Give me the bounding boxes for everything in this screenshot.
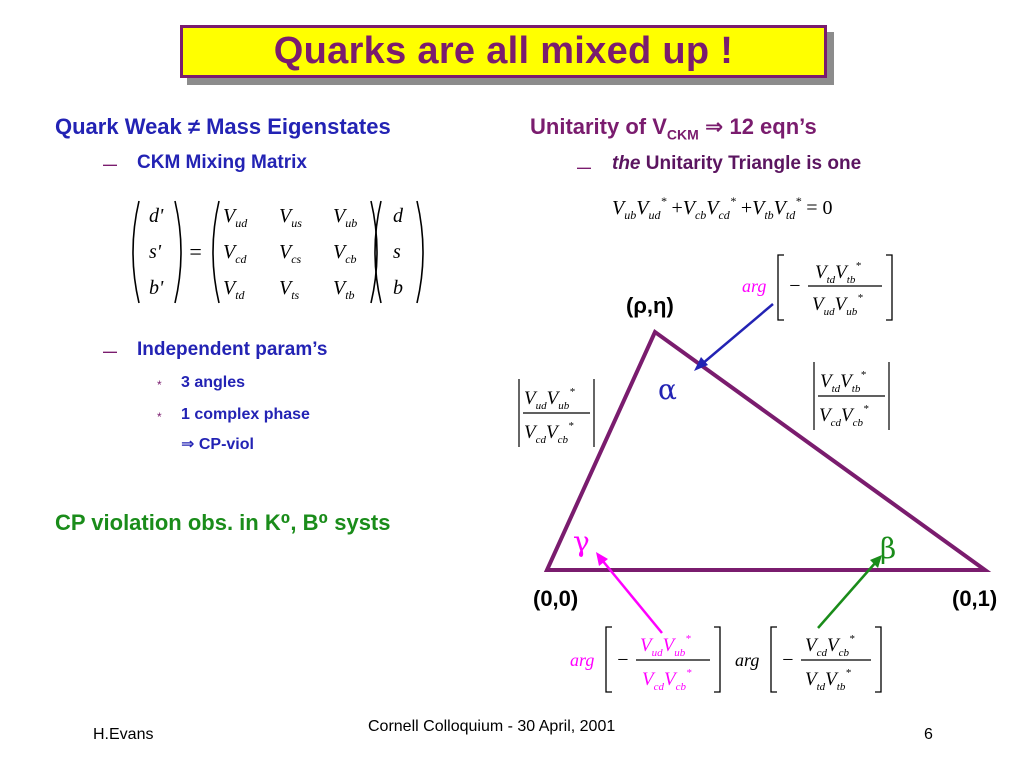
params-label: Independent param’s <box>137 339 328 360</box>
right-heading: Unitarity of VCKM ⇒ 12 eqn’s <box>530 114 817 143</box>
left-heading: Quark Weak ≠ Mass Eigenstates <box>55 114 391 139</box>
svg-text:VudVub*: VudVub* <box>640 633 691 659</box>
dash-bullet: — <box>103 343 117 359</box>
svg-text:arg: arg <box>735 650 759 670</box>
param-phase: 1 complex phase <box>181 406 310 423</box>
v-ub: Vub <box>333 205 357 230</box>
dash-bullet: — <box>103 156 117 172</box>
v-tb: Vtb <box>333 277 355 302</box>
star-bullet: * <box>157 378 162 392</box>
unitarity-equation: VubVud* +VcbVcd* +VtbVtd* = 0 <box>612 194 833 222</box>
v-cb: Vcb <box>333 241 357 266</box>
v-us: Vus <box>279 205 302 230</box>
left-side-ratio: VudVub* VcdVcb* <box>518 379 595 447</box>
svg-text:−: − <box>616 649 630 671</box>
svg-text:arg: arg <box>570 650 594 670</box>
cp-violation-statement: CP violation obs. in K⁰, B⁰ systs <box>55 510 391 535</box>
slide-title: Quarks are all mixed up ! <box>273 30 734 72</box>
beta-angle: β <box>880 532 897 565</box>
v-ts: Vts <box>279 277 300 302</box>
v-ud: Vud <box>223 205 248 230</box>
footer-author: H.Evans <box>93 726 154 743</box>
vector-b-prime: b' <box>149 277 164 299</box>
svg-text:VtdVtb*: VtdVtb* <box>815 260 861 286</box>
svg-text:−: − <box>781 649 795 671</box>
triangle-label: the Unitarity Triangle is one <box>612 153 862 174</box>
vector-s-prime: s' <box>149 241 162 263</box>
v-cs: Vcs <box>279 241 302 266</box>
star-bullet: * <box>157 410 162 424</box>
v-td: Vtd <box>223 277 246 302</box>
vector-b: b <box>393 277 403 299</box>
vector-d-prime: d' <box>149 205 164 227</box>
svg-text:VcdVcb*: VcdVcb* <box>805 633 855 659</box>
svg-text:−: − <box>788 275 802 297</box>
ckm-label: CKM Mixing Matrix <box>137 152 307 173</box>
svg-text:VcdVcb*: VcdVcb* <box>819 403 869 429</box>
footer-page-number: 6 <box>924 726 933 743</box>
right-side-ratio: VtdVtb* VcdVcb* <box>813 362 890 430</box>
v-cd: Vcd <box>223 241 248 266</box>
svg-text:VudVub*: VudVub* <box>524 386 575 412</box>
svg-text:VcdVcb*: VcdVcb* <box>642 667 692 693</box>
dash-bullet: — <box>577 159 591 175</box>
svg-text:VubVud* +VcbVcd* +VtbVtd* = 0: VubVud* +VcbVcd* +VtbVtd* = 0 <box>612 194 833 222</box>
alpha-angle: α <box>658 373 677 406</box>
apex-coord: (ρ,η) <box>626 293 674 318</box>
param-cp-viol: ⇒ CP-viol <box>181 436 254 453</box>
origin-coord: (0,0) <box>533 586 579 611</box>
equals-sign: = <box>188 239 203 264</box>
svg-text:VtdVtb*: VtdVtb* <box>820 369 866 395</box>
gamma-angle: γ <box>573 525 590 558</box>
ckm-elements: Vud Vus Vub Vcd Vcs Vcb Vtd Vts Vtb <box>223 205 357 302</box>
svg-text:VcdVcb*: VcdVcb* <box>524 420 574 446</box>
gamma-arg-formula: arg − VudVub* VcdVcb* <box>570 626 721 693</box>
vector-s: s <box>393 241 401 263</box>
beta-arg-formula: arg − VcdVcb* VtdVtb* <box>735 626 882 693</box>
svg-text:VudVub*: VudVub* <box>812 292 863 318</box>
svg-text:VtdVtb*: VtdVtb* <box>805 667 851 693</box>
footer-event: Cornell Colloquium - 30 April, 2001 <box>368 718 616 735</box>
title-box: Quarks are all mixed up ! <box>180 25 827 78</box>
svg-text:arg: arg <box>742 276 766 296</box>
vector-d: d <box>393 205 404 227</box>
param-angles: 3 angles <box>181 374 246 391</box>
ckm-matrix-equation: d' s' b' = Vud Vus Vub Vcd Vcs Vcb Vtd V… <box>132 200 424 304</box>
unit-coord: (0,1) <box>952 586 998 611</box>
alpha-arg-formula: arg − VtdVtb* VudVub* <box>742 254 893 321</box>
